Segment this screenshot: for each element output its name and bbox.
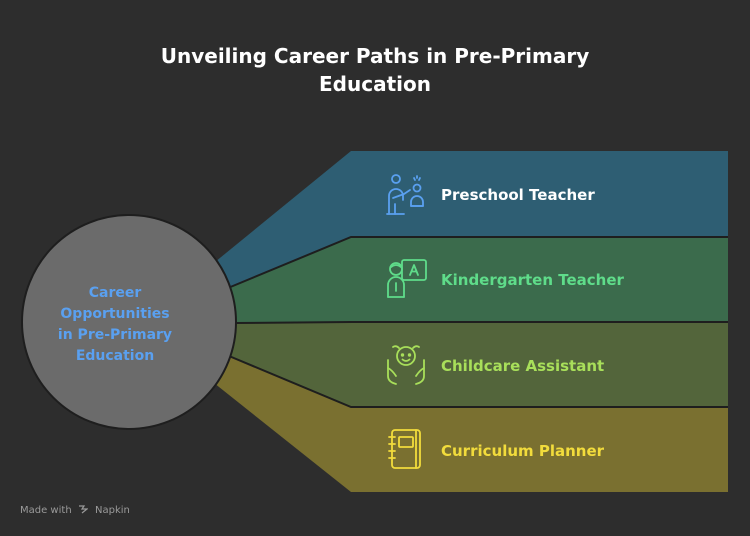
center-label-line-4: Education xyxy=(75,348,155,364)
connector-childcare-assistant xyxy=(229,322,351,407)
preschool-teacher-icon xyxy=(386,174,424,215)
curriculum-planner-icon xyxy=(388,429,421,469)
center-label-line-2: Opportunities xyxy=(60,306,170,322)
center-label-line-3: in Pre-Primary xyxy=(57,327,173,343)
branch-label-preschool-teacher: Preschool Teacher xyxy=(441,186,595,204)
center-label: Career Opportunities in Pre-Primary Educ… xyxy=(40,283,190,367)
footer-brand: Napkin xyxy=(95,505,130,516)
divider-line-1 xyxy=(227,236,728,289)
kindergarten-teacher-icon xyxy=(387,259,427,298)
connector-preschool-teacher xyxy=(215,151,351,288)
connector-curriculum-planner xyxy=(214,356,351,492)
connector-kindergarten-teacher xyxy=(228,237,351,323)
center-circle xyxy=(21,214,237,430)
branch-label-curriculum-planner: Curriculum Planner xyxy=(441,442,605,460)
footer-attribution: Made with Napkin xyxy=(20,504,130,516)
title-line-1: Unveiling Career Paths in Pre-Primary xyxy=(160,44,590,68)
diagram-title: Unveiling Career Paths in Pre-Primary Ed… xyxy=(0,42,750,98)
divider-line-2 xyxy=(234,321,728,324)
title-line-2: Education xyxy=(319,72,431,96)
center-label-line-1: Career xyxy=(88,285,142,301)
branch-label-childcare-assistant: Childcare Assistant xyxy=(441,357,605,375)
band-curriculum-planner xyxy=(351,407,728,492)
napkin-logo-icon xyxy=(78,505,89,514)
band-preschool-teacher xyxy=(351,151,728,237)
divider-line-3 xyxy=(228,355,728,408)
band-childcare-assistant xyxy=(351,322,728,407)
childcare-assistant-icon xyxy=(387,345,425,385)
branch-label-kindergarten-teacher: Kindergarten Teacher xyxy=(441,271,624,289)
footer-made-with: Made with xyxy=(20,505,72,516)
